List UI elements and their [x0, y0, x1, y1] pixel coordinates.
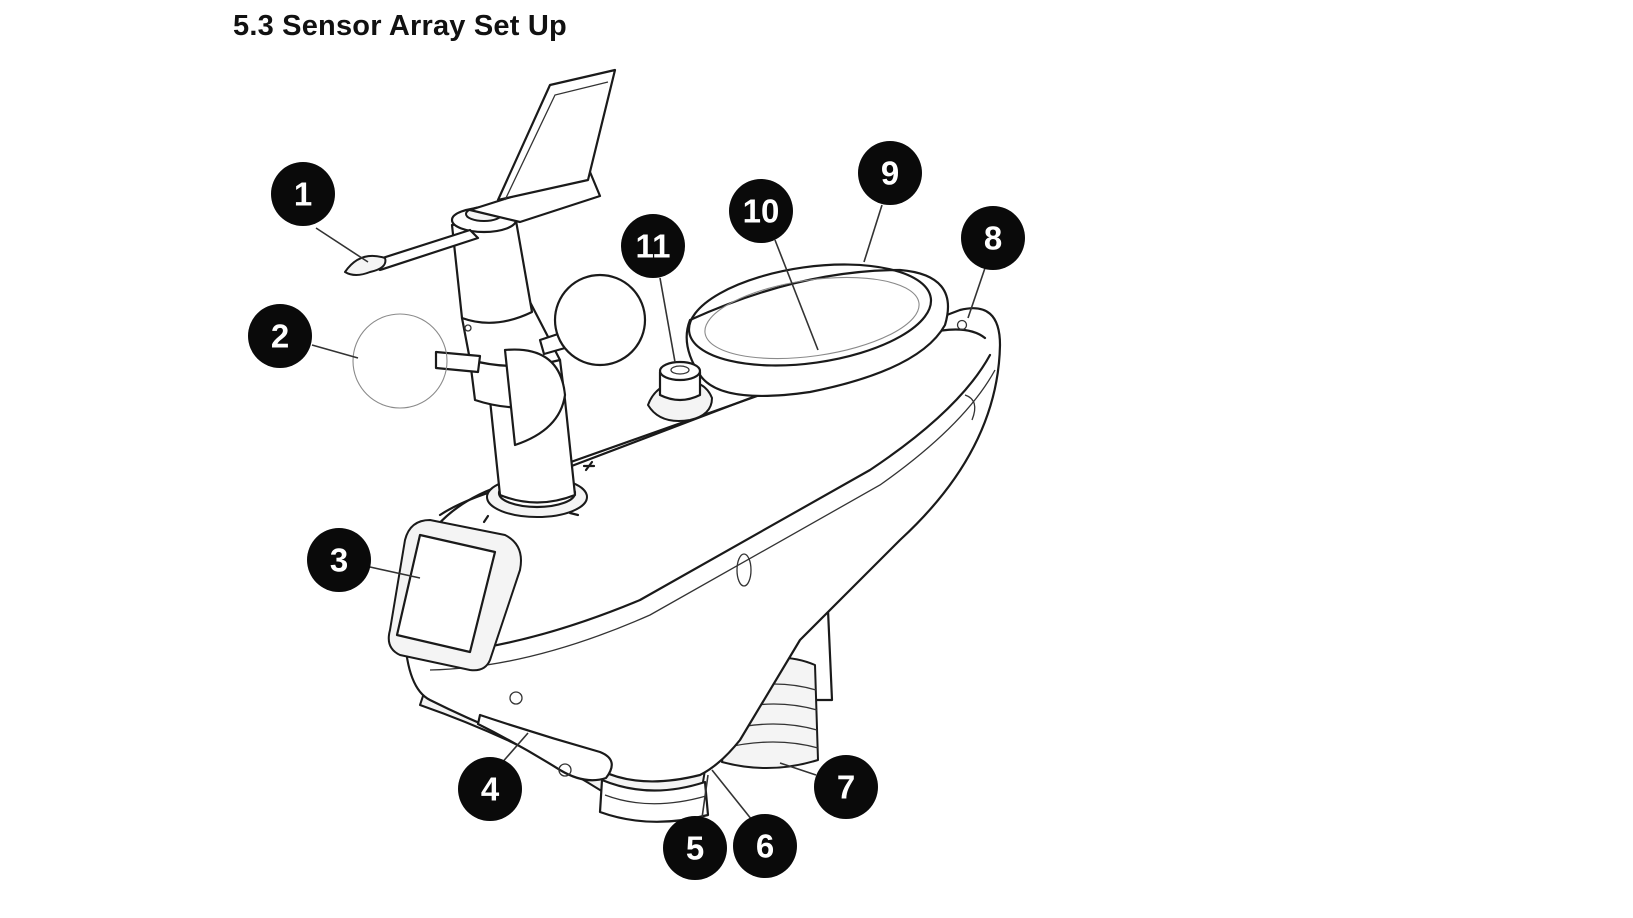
callout-3: 3 — [307, 528, 371, 592]
callout-9-label: 9 — [881, 155, 899, 192]
wind-cups — [352, 273, 647, 447]
callout-7: 7 — [814, 755, 878, 819]
callout-4: 4 — [458, 757, 522, 821]
callout-5-label: 5 — [686, 830, 704, 867]
callout-2: 2 — [248, 304, 312, 368]
callout-2-label: 2 — [271, 318, 289, 355]
callout-11: 11 — [621, 214, 685, 278]
sensor-body — [403, 307, 1002, 823]
solar-panel — [387, 519, 522, 672]
wind-vane — [344, 68, 617, 276]
callout-5: 5 — [663, 816, 727, 880]
callout-6: 6 — [733, 814, 797, 878]
callout-11-label: 11 — [636, 228, 671, 265]
callout-7-label: 7 — [837, 769, 855, 806]
compass-marks — [482, 460, 596, 524]
callout-9: 9 — [858, 141, 922, 205]
callout-10-label: 10 — [743, 193, 780, 230]
callout-4-label: 4 — [481, 771, 500, 808]
callout-3-label: 3 — [330, 542, 348, 579]
callout-8-label: 8 — [984, 220, 1002, 257]
callout-1-label: 1 — [294, 176, 312, 213]
callout-1: 1 — [271, 162, 335, 226]
leader-lines — [311, 204, 986, 821]
callout-6-label: 6 — [756, 828, 774, 865]
bubble-level — [647, 360, 713, 422]
callout-10: 10 — [729, 179, 793, 243]
rain-collector — [685, 263, 968, 397]
callout-8: 8 — [961, 206, 1025, 270]
section-title: 5.3 Sensor Array Set Up — [233, 10, 567, 42]
